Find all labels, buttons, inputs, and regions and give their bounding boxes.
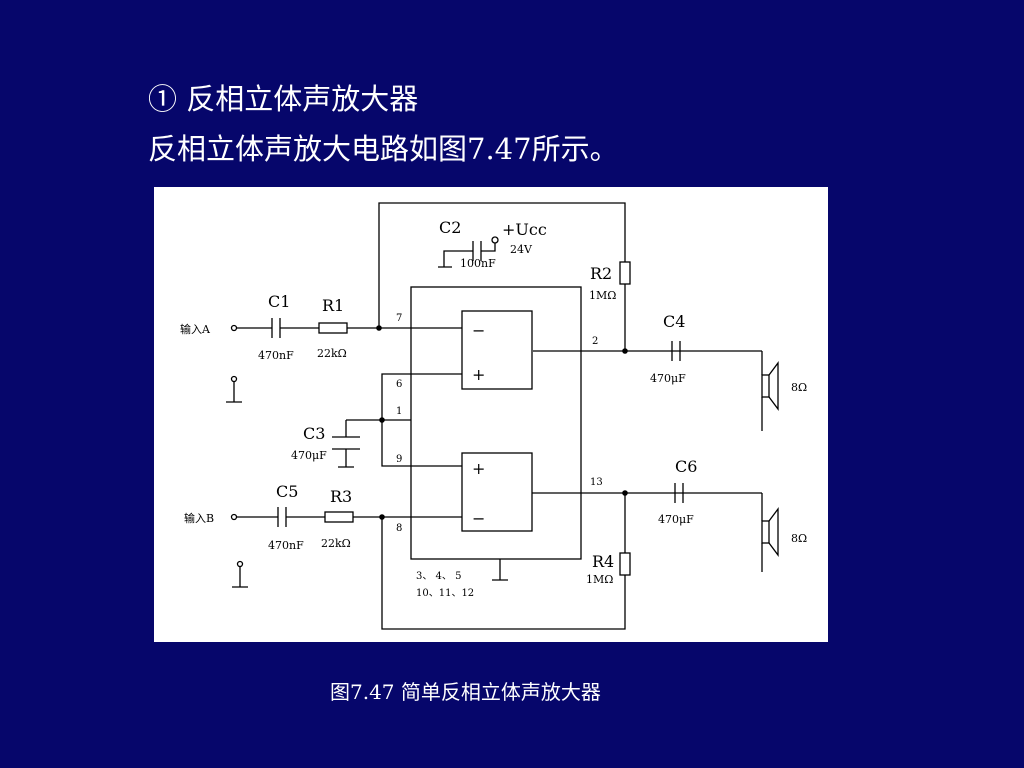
circuit-diagram-panel: − + + − bbox=[154, 187, 828, 642]
speaker-b bbox=[761, 507, 779, 557]
speaker-a bbox=[761, 361, 779, 411]
ic-body bbox=[410, 286, 582, 560]
opamp-b-minus: − bbox=[472, 509, 485, 528]
ground-symbol-a bbox=[226, 375, 242, 403]
r4-value: 1MΩ bbox=[586, 573, 613, 586]
pin-6: 6 bbox=[396, 379, 402, 390]
speaker-a-label: 8Ω bbox=[791, 381, 807, 394]
r3-value: 22kΩ bbox=[321, 537, 351, 550]
supply-label: +Ucc bbox=[502, 220, 547, 239]
r2-label: R2 bbox=[590, 264, 612, 283]
pin-2: 2 bbox=[592, 336, 598, 347]
input-a-label: 输入A bbox=[180, 322, 211, 336]
c5-label: C5 bbox=[276, 482, 298, 501]
opamp-b bbox=[461, 452, 533, 532]
c1-value: 470nF bbox=[258, 349, 294, 362]
circuit-diagram: − + + − bbox=[180, 202, 807, 630]
c5-value: 470nF bbox=[268, 539, 304, 552]
opamp-a-plus: + bbox=[472, 365, 485, 384]
supply-value: 24V bbox=[510, 243, 533, 256]
c2-supply-capacitor bbox=[438, 236, 499, 268]
c2-value: 100nF bbox=[460, 257, 496, 270]
bias-wiring bbox=[332, 373, 462, 468]
ground-symbol-b bbox=[232, 560, 248, 588]
speaker-b-label: 8Ω bbox=[791, 532, 807, 545]
pin-13: 13 bbox=[590, 477, 603, 488]
c4-value: 470μF bbox=[650, 372, 686, 385]
input-b-label: 输入B bbox=[184, 511, 214, 525]
c2-label: C2 bbox=[439, 218, 461, 237]
ground-pins-row-2: 10、11、12 bbox=[416, 588, 474, 599]
c3-label: C3 bbox=[303, 424, 325, 443]
r1-value: 22kΩ bbox=[317, 347, 347, 360]
pin-8: 8 bbox=[396, 523, 402, 534]
r3-label: R3 bbox=[330, 487, 352, 506]
r4-label: R4 bbox=[592, 552, 614, 571]
opamp-a bbox=[461, 310, 533, 390]
c1-label: C1 bbox=[268, 292, 290, 311]
ground-pins-row-1: 3、 4、 5 bbox=[416, 571, 461, 582]
c4-label: C4 bbox=[663, 312, 685, 331]
channel-b-wiring bbox=[230, 483, 763, 630]
pin-9: 9 bbox=[396, 454, 402, 465]
pin-7: 7 bbox=[396, 313, 402, 324]
r1-label: R1 bbox=[322, 296, 344, 315]
channel-a-wiring bbox=[230, 202, 763, 431]
r2-value: 1MΩ bbox=[589, 289, 616, 302]
c6-label: C6 bbox=[675, 457, 697, 476]
slide-subheading: 反相立体声放大电路如图7.47所示。 bbox=[148, 132, 619, 166]
c3-value: 470μF bbox=[291, 449, 327, 462]
figure-caption: 图7.47 简单反相立体声放大器 bbox=[330, 680, 601, 704]
c6-value: 470μF bbox=[658, 513, 694, 526]
slide-heading: ① 反相立体声放大器 bbox=[148, 82, 419, 116]
pin-1: 1 bbox=[396, 406, 402, 417]
opamp-b-plus: + bbox=[472, 459, 485, 478]
opamp-a-minus: − bbox=[472, 321, 485, 340]
